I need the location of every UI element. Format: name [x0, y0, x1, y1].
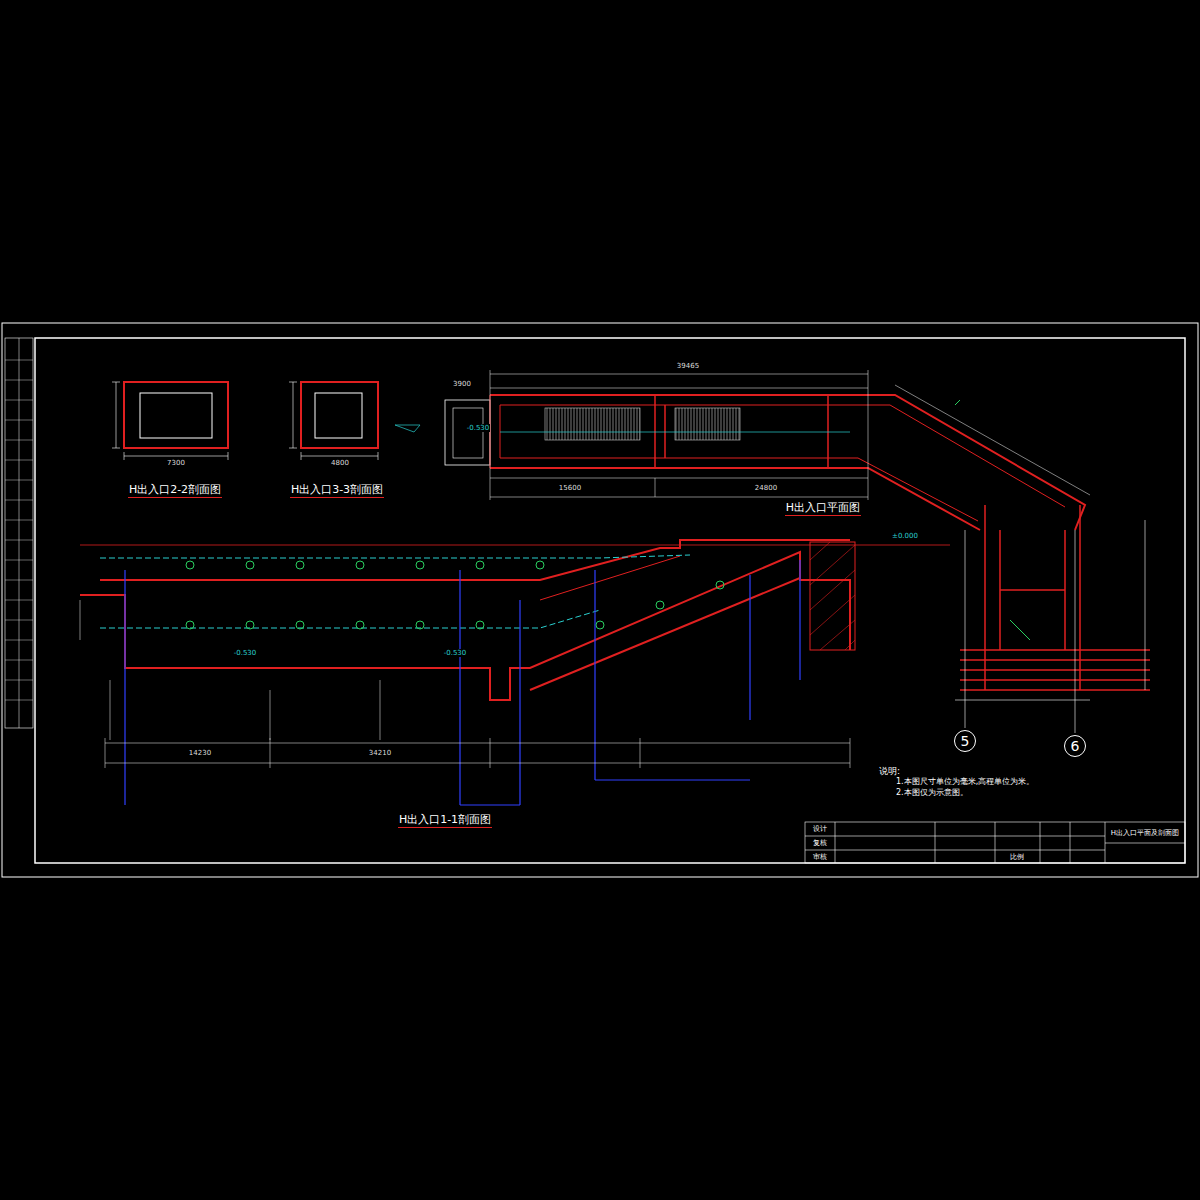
section-1-1-part: [810, 542, 855, 650]
drawing-title: H出入口平面及剖面图: [1110, 829, 1180, 837]
section-1-1-part-part: [246, 621, 254, 629]
section-1-1-part: [186, 561, 724, 629]
section-1-1-part-part: [656, 601, 664, 609]
elevation: -0.530: [233, 649, 258, 657]
axis-marker: 5: [954, 730, 976, 752]
section-2-2: [112, 382, 228, 460]
elevation: ±0.000: [891, 532, 919, 540]
section-1-1-part-part: [356, 561, 364, 569]
section-1-1-part: [80, 600, 380, 740]
dimension: 7300: [166, 459, 186, 467]
view-title: H出入口3-3剖面图: [290, 484, 384, 498]
section-2-2-part: [140, 393, 212, 438]
plan-view: [395, 370, 1150, 733]
title-block-cell: 设计: [812, 825, 828, 833]
sheet-frame: [2, 323, 1198, 877]
note-heading: 说明:: [878, 766, 901, 776]
dimension: 15600: [558, 484, 582, 492]
section-2-2-part: [124, 382, 228, 448]
plan-view-part: [960, 505, 1150, 690]
plan-view-part: [490, 370, 1090, 500]
section-1-1-part-part: [476, 561, 484, 569]
section-1-1-part-part: [596, 621, 604, 629]
title-block-cell: 复核: [812, 839, 828, 847]
section-1-1-part-part: [186, 561, 194, 569]
plan-view-part: [395, 425, 850, 432]
plan-view-part: [955, 520, 1145, 733]
plan-view-part: [445, 400, 490, 465]
title-block-part: [835, 822, 836, 863]
dimension: 14230: [188, 749, 212, 757]
section-3-3: [289, 382, 378, 460]
plan-view-part: [490, 395, 1065, 521]
section-3-3-part: [315, 393, 362, 438]
sheet-frame-part: [2, 323, 1198, 877]
view-title: H出入口2-2剖面图: [128, 484, 222, 498]
dimension: 4800: [330, 459, 350, 467]
title-block: [805, 822, 1185, 863]
title-block-cell: 审核: [812, 853, 828, 861]
axis-number: 5: [961, 734, 970, 748]
title-block-cell: 比例: [1009, 853, 1025, 861]
section-1-1-part: [810, 542, 855, 650]
section-3-3-part: [301, 382, 378, 448]
dimension: 24800: [754, 484, 778, 492]
axis-number: 6: [1071, 739, 1080, 753]
plan-view-part: [545, 408, 640, 440]
view-title: H出入口平面图: [785, 502, 861, 516]
elevation: -0.530: [443, 649, 468, 657]
sheet-frame-part: [5, 338, 33, 728]
plan-view-part: [655, 395, 828, 468]
axis-marker: 6: [1064, 735, 1086, 757]
section-2-2-part: [112, 382, 228, 460]
section-3-3-part: [289, 382, 378, 460]
section-1-1-part-part: [356, 621, 364, 629]
elevation: -0.530: [466, 424, 491, 432]
title-block-part: [995, 822, 996, 863]
section-1-1: [80, 540, 950, 805]
section-1-1-part: [100, 540, 850, 580]
section-1-1-part: [80, 545, 950, 546]
plan-view-part: [490, 395, 1085, 530]
title-block-part: [805, 836, 1105, 837]
title-block-part: [1105, 822, 1106, 863]
section-1-1-part-part: [416, 621, 424, 629]
view-title: H出入口1-1剖面图: [398, 814, 492, 828]
title-block-part: [805, 822, 1185, 863]
section-1-1-part-part: [476, 621, 484, 629]
plan-view-part: [955, 400, 1030, 640]
section-1-1-part-part: [296, 621, 304, 629]
section-1-1-part-part: [186, 621, 194, 629]
title-block-part: [1105, 843, 1185, 844]
note-text: 1.本图尺寸单位为毫米,高程单位为米。: [895, 777, 1035, 786]
section-1-1-part: [530, 578, 800, 690]
section-1-1-part: [80, 552, 850, 700]
dimension: 3900: [452, 380, 472, 388]
dimension: 39465: [676, 362, 700, 370]
title-block-part: [805, 850, 1105, 851]
sheet-frame-part: [5, 360, 33, 700]
section-1-1-part: [105, 738, 850, 768]
section-1-1-part: [125, 560, 800, 805]
section-1-1-part-part: [536, 561, 544, 569]
section-1-1-part: [100, 555, 690, 628]
sheet-frame-part: [35, 338, 1185, 863]
section-1-1-part-part: [416, 561, 424, 569]
dimension: 34210: [368, 749, 392, 757]
plan-view-part: [453, 408, 483, 458]
note-text: 2.本图仅为示意图。: [895, 788, 969, 797]
title-block-part: [935, 822, 936, 863]
title-block-part: [1040, 822, 1041, 863]
title-block-part: [1070, 822, 1071, 863]
section-1-1-part-part: [296, 561, 304, 569]
section-1-1-part-part: [716, 581, 724, 589]
section-1-1-part: [540, 556, 680, 600]
section-1-1-part-part: [246, 561, 254, 569]
plan-view-part: [675, 408, 740, 440]
sheet-frame-part: [19, 338, 20, 728]
